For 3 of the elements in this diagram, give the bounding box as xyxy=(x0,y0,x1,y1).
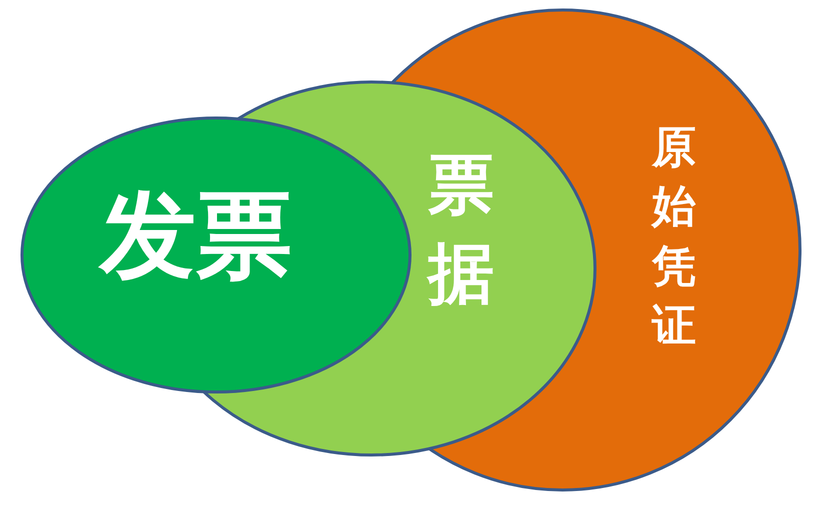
ellipse-label: 发票 xyxy=(100,180,292,290)
ellipse-label: 票据 xyxy=(428,145,494,314)
ellipse-label: 原始凭证 xyxy=(652,121,696,354)
